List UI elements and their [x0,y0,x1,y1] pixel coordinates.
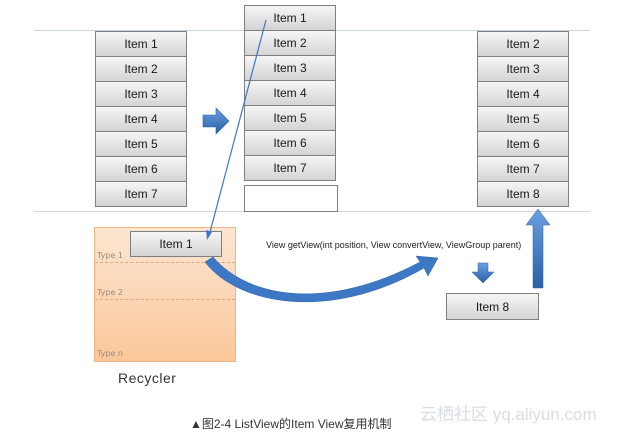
list-item: Item 2 [95,56,187,82]
type-label: Type n [97,349,123,358]
list-item: Item 4 [477,81,569,107]
list-item: Item 8 [477,181,569,207]
list-item: Item 7 [95,181,187,207]
list-item: Item 4 [244,80,336,106]
reuse-curve-arrow-icon [204,255,439,303]
list-item: Item 6 [477,131,569,157]
column-scrolling: Item 1 Item 2 Item 3 Item 4 Item 5 Item … [244,5,336,181]
scroll-arrow-icon [202,107,230,135]
list-item: Item 7 [477,156,569,182]
type-divider [95,262,235,263]
list-item: Item 2 [477,31,569,57]
type-label: Type 2 [97,288,124,297]
recycler-label: Recycler [118,370,177,386]
list-item: Item 1 [244,5,336,31]
empty-slot [244,185,338,212]
list-item: Item 6 [95,156,187,182]
up-arrow-icon [525,208,551,289]
down-arrow-icon [471,262,495,284]
watermark: 云栖社区 yq.aliyun.com [420,405,597,424]
list-item: Item 5 [244,105,336,131]
getview-signature: View getView(int position, View convertV… [266,240,522,250]
list-item: Item 6 [244,130,336,156]
recycle-connector-line [208,19,267,237]
list-item: Item 3 [244,55,336,81]
list-item: Item 5 [95,131,187,157]
type-label: Type 1 [97,251,124,260]
column-before-scroll: Item 1 Item 2 Item 3 Item 4 Item 5 Item … [95,31,187,207]
list-item: Item 3 [477,56,569,82]
recycle-connector-arrowhead-icon [206,230,212,240]
list-item: Item 4 [95,106,187,132]
figure-caption: ▲图2-4 ListView的Item View复用机制 [190,417,392,431]
column-after-scroll: Item 2 Item 3 Item 4 Item 5 Item 6 Item … [477,31,569,207]
new-item: Item 8 [446,293,539,320]
type-divider [95,299,235,300]
list-item: Item 7 [244,155,336,181]
